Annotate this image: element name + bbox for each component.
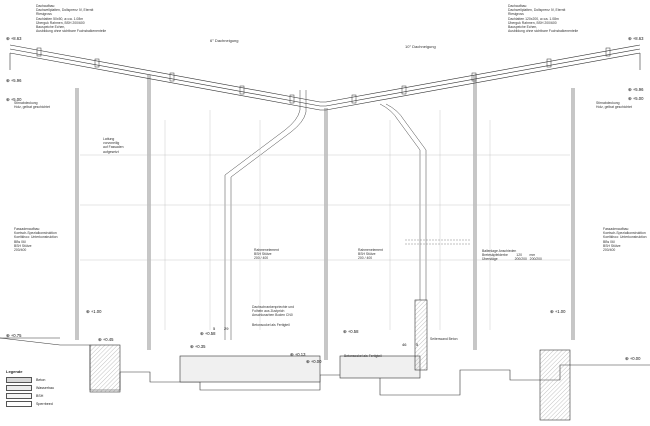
legend-label: Sperrbeed: [36, 401, 53, 406]
legend-item: Wasserhau: [6, 384, 54, 391]
structure: [75, 75, 575, 360]
level-eave-right-upper: +5.96: [628, 87, 644, 92]
frame-right-note: Rahmenelement BSH Stütze 200 / 400: [358, 248, 383, 261]
legend-label: Beton: [36, 377, 46, 382]
storage-note: Ballenlage Anschieden Bretesäpfelderbe 1…: [482, 249, 542, 262]
dim-1: 5: [213, 326, 216, 331]
dim-3: 46: [402, 342, 407, 347]
level-step-mid-b: +0.13: [290, 352, 306, 357]
wall-right-note: Seitenwand Beton: [430, 337, 458, 341]
foundations: [0, 299, 650, 421]
level-step-left: +0.45: [98, 337, 114, 342]
dim-4: 5: [416, 342, 419, 347]
level-eave-left-upper: +5.96: [6, 78, 22, 83]
legend-item: Sperrbeed: [6, 400, 53, 407]
level-ridge-left: +8.63: [6, 36, 22, 41]
level-ground-left: +0.75: [6, 333, 22, 338]
facade-left-note: Fassadenaufbau: Koetsch-Spezialkonstrukt…: [14, 227, 58, 253]
slope-right-label: 10° Dachneigung: [405, 44, 436, 49]
eave-left-note: Stirnabdeckung Holz, gelbat geschichtet: [14, 101, 50, 110]
roof-right-note: Dachaufbau: Dachwellplatten, Dollsprenz …: [508, 4, 579, 34]
facade-right-note: Fassadenaufbau: Koetsch-Spezialkonstrukt…: [603, 227, 647, 253]
level-step-mid-c: +0.00: [306, 359, 322, 364]
level-eave-left-lower: +5.00: [6, 97, 22, 102]
level-floor-right: +1.00: [550, 309, 566, 314]
batten-note: Lattung vorvoneilig auf Fassaden aufgese…: [103, 137, 124, 154]
legend-swatch: [6, 392, 32, 399]
slab-note: Dachschrankenpriechie und Folheln aus Zu…: [252, 305, 295, 318]
roof: [9, 44, 641, 111]
legend-item: BSH: [6, 392, 43, 399]
level-ground-right: +0.00: [625, 356, 641, 361]
background-lines: [80, 110, 570, 330]
level-center-right: +0.58: [343, 329, 359, 334]
legend-label: BSH: [36, 393, 44, 398]
level-eave-right-lower: +5.00: [628, 96, 644, 101]
dim-2: 29: [224, 326, 229, 331]
concrete-right-note: Betonsockel als Fertigteil: [344, 354, 382, 358]
legend-label: Wasserhau: [36, 385, 55, 390]
level-step-mid-a: +0.35: [190, 344, 206, 349]
level-ridge-right: +8.63: [628, 36, 644, 41]
slope-left-label: 6° Dachneigung: [210, 38, 239, 43]
roof-left-note: Dachaufbau: Dachwellplatten, Dollsprenz …: [36, 4, 107, 34]
legend-swatch: [6, 376, 32, 383]
legend-swatch: [6, 400, 32, 407]
legend-title: Legende: [6, 369, 23, 374]
level-center-left: +0.58: [200, 331, 216, 336]
legend-item: Beton: [6, 376, 45, 383]
level-floor-left: +1.00: [86, 309, 102, 314]
frame-left-note: Rahmenelement BSH Stütze 200 / 400: [254, 248, 279, 261]
eave-right-note: Stirnabdeckung Holz, gelbat geschichtet: [596, 101, 632, 110]
concrete-left-note: Betonsockel als Fertigteil: [252, 323, 290, 327]
legend-swatch: [6, 384, 32, 391]
